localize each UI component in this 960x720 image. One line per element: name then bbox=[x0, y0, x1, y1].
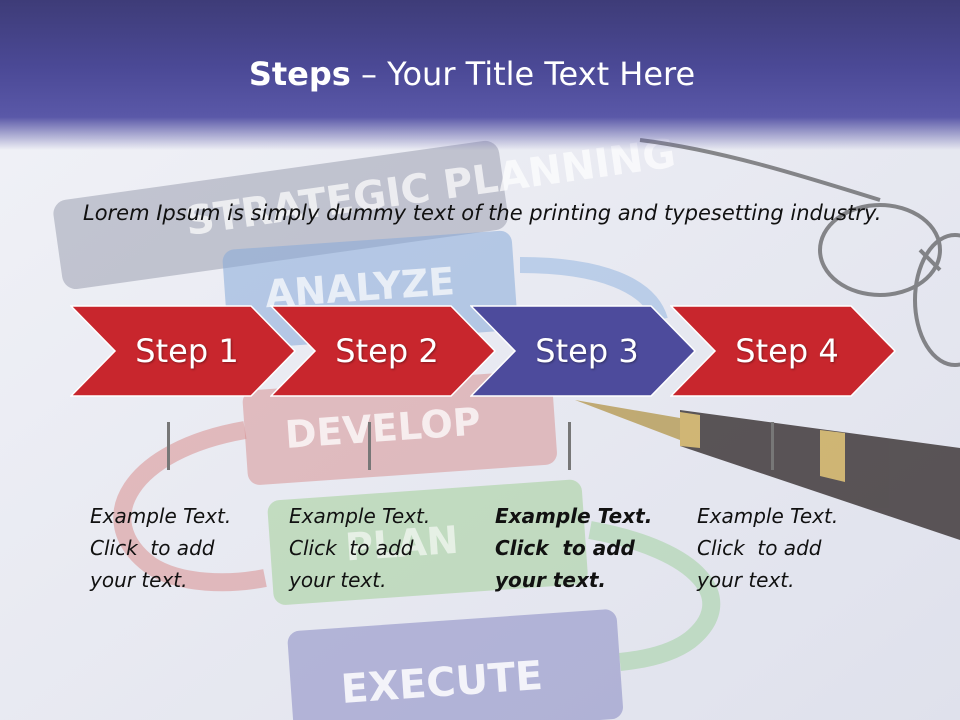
pen-decoration bbox=[575, 400, 960, 540]
step-2-label: Step 2 bbox=[335, 332, 439, 370]
step-1-connector bbox=[167, 422, 170, 470]
step-1-label: Step 1 bbox=[135, 332, 239, 370]
step-4-chevron[interactable]: Step 4 bbox=[670, 305, 896, 397]
step-3-chevron[interactable]: Step 3 bbox=[470, 305, 696, 397]
step-2-text-line: your text. bbox=[289, 568, 387, 592]
title-bold: Steps bbox=[248, 55, 351, 93]
green-arrow bbox=[588, 521, 721, 671]
step-2-connector bbox=[368, 422, 371, 470]
step-4-text-line: your text. bbox=[697, 568, 795, 592]
title-band bbox=[0, 0, 960, 150]
step-2-chevron[interactable]: Step 2 bbox=[270, 305, 496, 397]
execute-card: EXECUTE bbox=[287, 609, 623, 720]
step-4-text-line: Example Text. bbox=[697, 504, 839, 528]
step-1-text[interactable]: Example Text. Click to add your text. bbox=[90, 500, 270, 596]
step-1-text-line: Example Text. bbox=[90, 504, 232, 528]
step-3-text-line: your text. bbox=[495, 568, 607, 592]
step-1-chevron[interactable]: Step 1 bbox=[70, 305, 296, 397]
red-arrow bbox=[113, 421, 267, 592]
step-4-label: Step 4 bbox=[735, 332, 839, 370]
develop-card: DEVELOP bbox=[242, 370, 557, 485]
step-2-text-line: Example Text. bbox=[289, 504, 431, 528]
step-4-text-line: Click to add bbox=[697, 536, 822, 560]
title-rest: – Your Title Text Here bbox=[350, 55, 696, 93]
slide-title: Steps – Your Title Text Here bbox=[0, 55, 944, 93]
plan-card: PLAN bbox=[267, 479, 588, 605]
step-2-text[interactable]: Example Text. Click to add your text. bbox=[289, 500, 469, 596]
step-4-connector bbox=[771, 422, 774, 470]
step-3-label: Step 3 bbox=[535, 332, 639, 370]
intro-text: Lorem Ipsum is simply dummy text of the … bbox=[83, 201, 882, 225]
step-1-text-line: your text. bbox=[90, 568, 188, 592]
step-3-text[interactable]: Example Text. Click to add your text. bbox=[495, 500, 675, 596]
step-3-text-line: Example Text. bbox=[495, 504, 653, 528]
step-2-text-line: Click to add bbox=[289, 536, 414, 560]
bg-card-plan: PLAN bbox=[344, 518, 460, 570]
blue-arrow bbox=[519, 257, 668, 323]
step-4-text[interactable]: Example Text. Click to add your text. bbox=[697, 500, 877, 596]
step-1-text-line: Click to add bbox=[90, 536, 215, 560]
step-3-text-line: Click to add bbox=[495, 536, 635, 560]
step-3-connector bbox=[568, 422, 571, 470]
